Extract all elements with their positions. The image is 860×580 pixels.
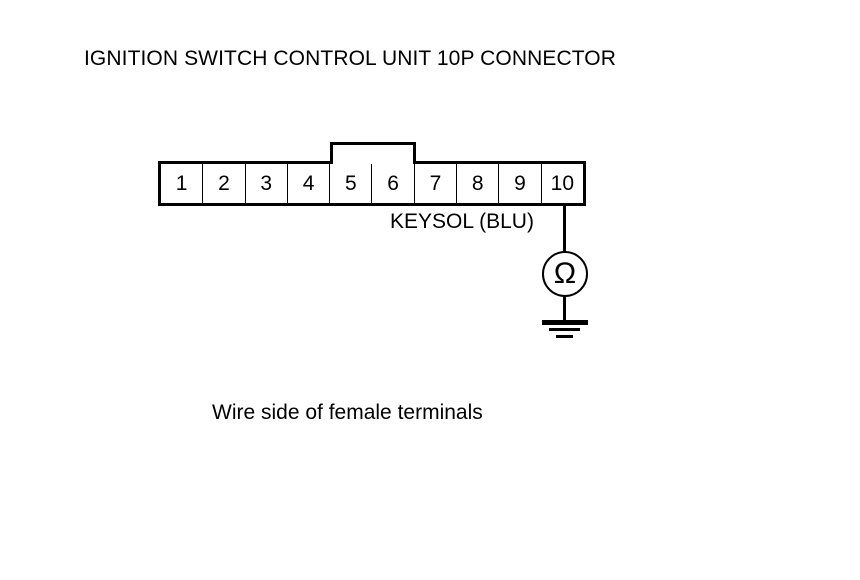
connector-pin-row: 1 2 3 4 5 6 7 8 9 (158, 161, 586, 206)
pin-number-label: 10 (550, 172, 574, 195)
connector-pin-5: 5 (330, 164, 373, 203)
wire-segment-meter-to-ground (563, 294, 566, 322)
connector-latch-tab-icon (330, 142, 416, 164)
ohmmeter-icon: Ω (542, 251, 588, 297)
pin-number-label: 4 (302, 172, 315, 195)
connector-pin-7: 7 (415, 164, 458, 203)
ground-icon-bar-2 (549, 328, 580, 331)
page-title: IGNITION SWITCH CONTROL UNIT 10P CONNECT… (84, 47, 616, 70)
pin-number-label: 8 (471, 172, 484, 195)
connector-pin-9: 9 (499, 164, 542, 203)
ground-icon-bar-1 (542, 320, 588, 325)
connector-pin-3: 3 (246, 164, 288, 203)
pin-number-label: 7 (429, 172, 442, 195)
pin-number-label: 2 (218, 172, 230, 195)
pin-number-label: 1 (175, 172, 188, 195)
pin-number-label: 9 (514, 172, 526, 195)
connector-pin-10: 10 (542, 164, 583, 203)
wire-segment-pin10-to-meter (563, 205, 566, 255)
connector-pin-1: 1 (161, 164, 204, 203)
pin-number-label: 6 (387, 172, 399, 195)
wire-label-keysol: KEYSOL (BLU) (390, 210, 534, 233)
connector-diagram: 1 2 3 4 5 6 7 8 9 (158, 142, 586, 206)
pin-number-label: 5 (344, 172, 357, 195)
ground-icon-bar-3 (556, 335, 573, 338)
connector-pin-8: 8 (457, 164, 500, 203)
diagram-caption: Wire side of female terminals (212, 401, 483, 424)
latch-tab-opening (333, 159, 413, 164)
pin-number-label: 3 (260, 172, 273, 195)
connector-pin-6: 6 (372, 164, 415, 203)
connector-pin-4: 4 (288, 164, 331, 203)
connector-pin-2: 2 (203, 164, 246, 203)
